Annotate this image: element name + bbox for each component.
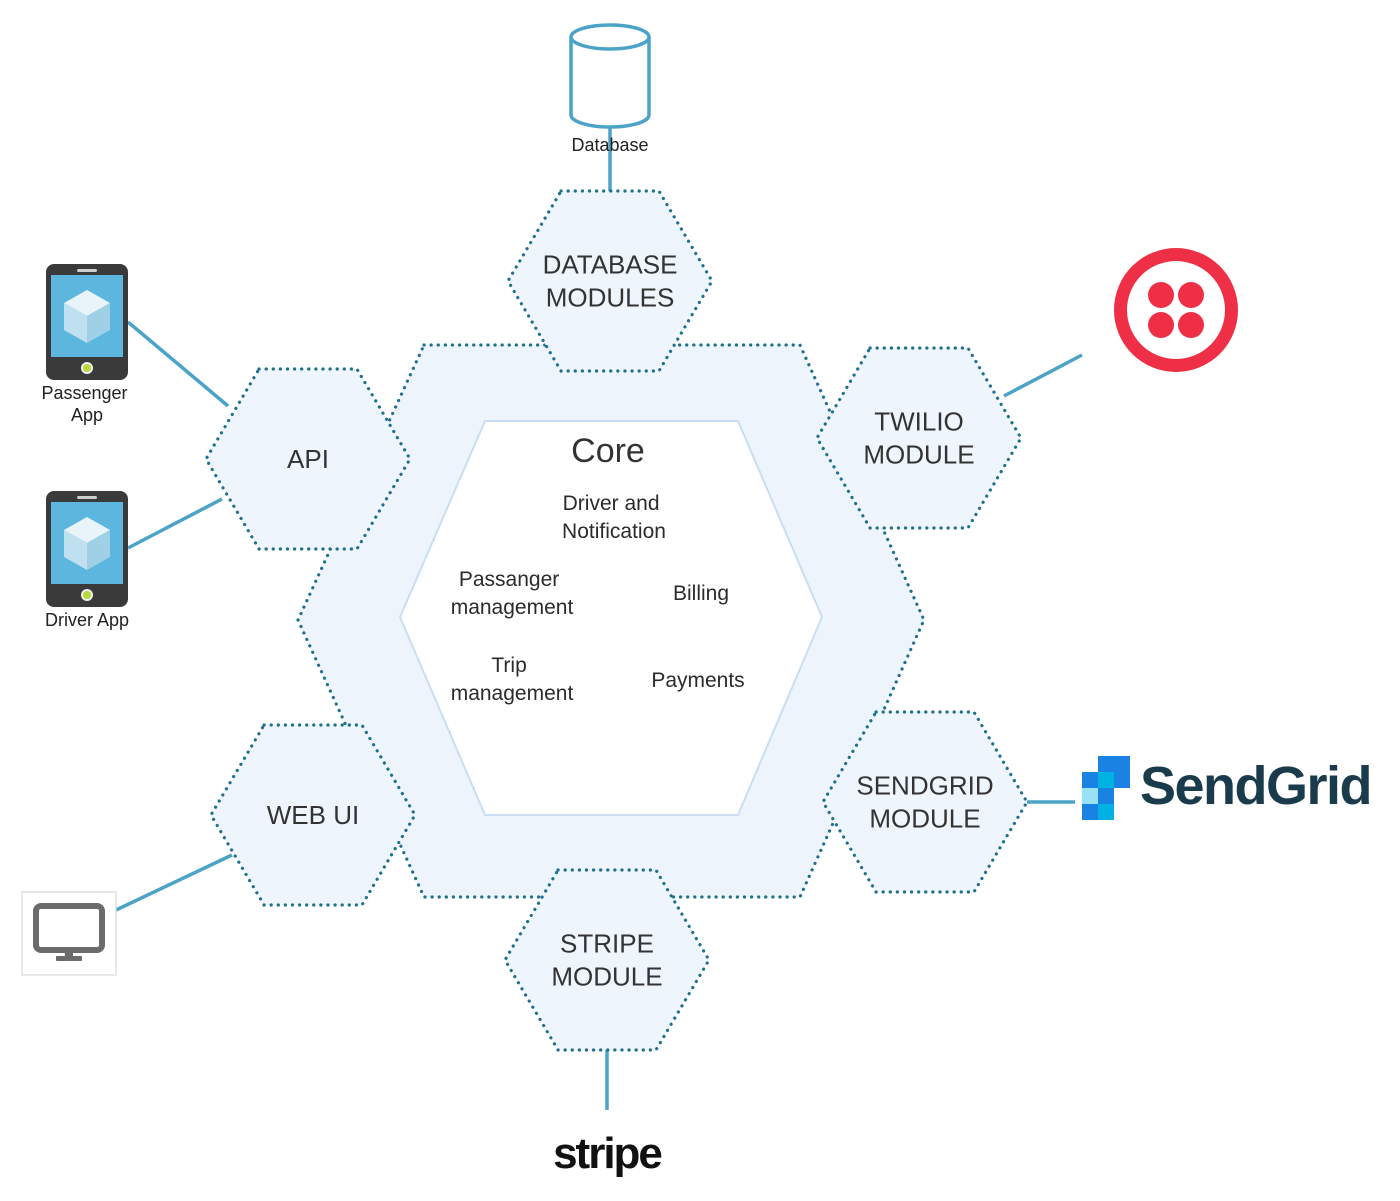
passenger-app: Passenger App	[41, 264, 132, 425]
core-item-trip-management: Trip management	[451, 654, 574, 705]
sendgrid-mark-icon	[1082, 756, 1130, 820]
sendgrid-logo-text: SendGrid	[1140, 756, 1371, 816]
connector-web-client	[115, 853, 233, 912]
core-item-driver-notification: Driver and Notification	[562, 492, 666, 543]
api-label: API	[287, 444, 329, 474]
sendgrid-module-hexagon-shape	[821, 710, 1029, 894]
web-ui-label: WEB UI	[267, 800, 359, 830]
core-item-billing: Billing	[673, 582, 729, 605]
database-modules-hexagon-shape	[506, 189, 714, 373]
stripe-logo: stripe	[553, 1129, 663, 1178]
web-client	[21, 891, 117, 976]
driver-app-label: Driver App	[45, 610, 129, 630]
core-item-payments: Payments	[651, 669, 744, 692]
connectors	[115, 128, 1083, 1110]
database-label: Database	[571, 135, 648, 155]
connector-twilio	[1003, 353, 1083, 398]
driver-app: Driver App	[45, 491, 129, 630]
database-cylinder-icon: Database	[569, 23, 651, 155]
web-ui-hexagon: WEB UI	[209, 723, 417, 907]
connector-driver-app	[127, 497, 223, 550]
twilio-logo	[1114, 248, 1238, 372]
driver-app-phone-icon	[46, 491, 128, 607]
sendgrid-logo: SendGrid	[1082, 756, 1373, 820]
core-item-passenger-management: Passanger management	[451, 568, 574, 619]
monitor-icon	[33, 903, 105, 961]
twilio-module-hexagon-shape	[815, 346, 1023, 530]
core-hexagon-shape	[398, 420, 824, 816]
stripe-module-hexagon-shape	[503, 868, 711, 1052]
core-hexagon: Core Driver and Notification Passanger m…	[398, 420, 824, 816]
passenger-app-phone-icon	[46, 264, 128, 380]
api-hexagon: API	[204, 367, 412, 551]
api-hexagon-shape	[204, 367, 412, 551]
core-title: Core	[571, 432, 645, 470]
stripe-logo-text: stripe	[553, 1129, 661, 1178]
passenger-app-label: Passenger App	[41, 383, 132, 425]
connector-passenger-app	[126, 320, 230, 408]
web-ui-hexagon-shape	[209, 723, 417, 907]
